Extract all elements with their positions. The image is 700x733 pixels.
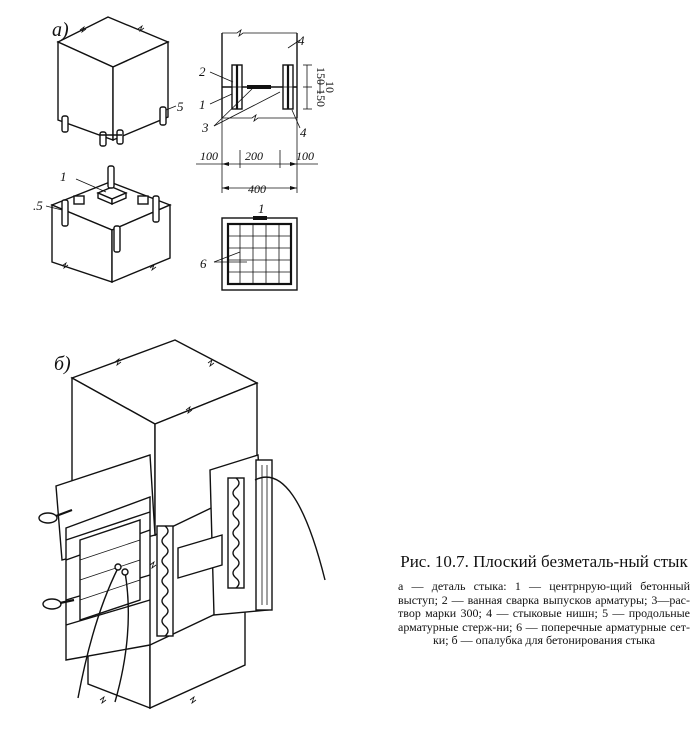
dim-150-bottom: 150 [314, 89, 328, 107]
dim-100-right: 100 [296, 149, 314, 163]
dim-10: 10 [323, 81, 337, 93]
caption-body: а — деталь стыка: 1 — центрнрую-щий бето… [398, 579, 690, 647]
joint-section [209, 28, 321, 129]
formwork-assembly [38, 339, 326, 710]
upper-column-block [56, 16, 177, 147]
label-4-top: 4 [298, 33, 305, 48]
dim-150-top: 150 [314, 67, 328, 85]
label-a: а) [52, 19, 69, 41]
label-b: б) [54, 353, 71, 375]
plan-mesh [213, 216, 298, 291]
label-6: 6 [200, 256, 207, 271]
label-5-lower: .5 [33, 198, 43, 213]
label-3: 3 [201, 120, 209, 135]
caption-title: Рис. 10.7. Плоский безметаль-ный стык [400, 552, 688, 571]
dim-200: 200 [245, 149, 263, 163]
figure-caption: Рис. 10.7. Плоский безметаль-ный стык а … [398, 552, 690, 648]
label-1-top: 1 [60, 169, 67, 184]
label-2: 2 [199, 64, 206, 79]
label-1-side: 1 [199, 97, 206, 112]
dim-400: 400 [248, 182, 266, 196]
lower-column-block [45, 165, 172, 284]
label-5-upper: 5 [177, 99, 184, 114]
label-4-bottom: 4 [300, 125, 307, 140]
dim-100-left: 100 [200, 149, 218, 163]
plan-dimensions [196, 118, 318, 193]
label-1-grid: 1 [258, 201, 265, 216]
